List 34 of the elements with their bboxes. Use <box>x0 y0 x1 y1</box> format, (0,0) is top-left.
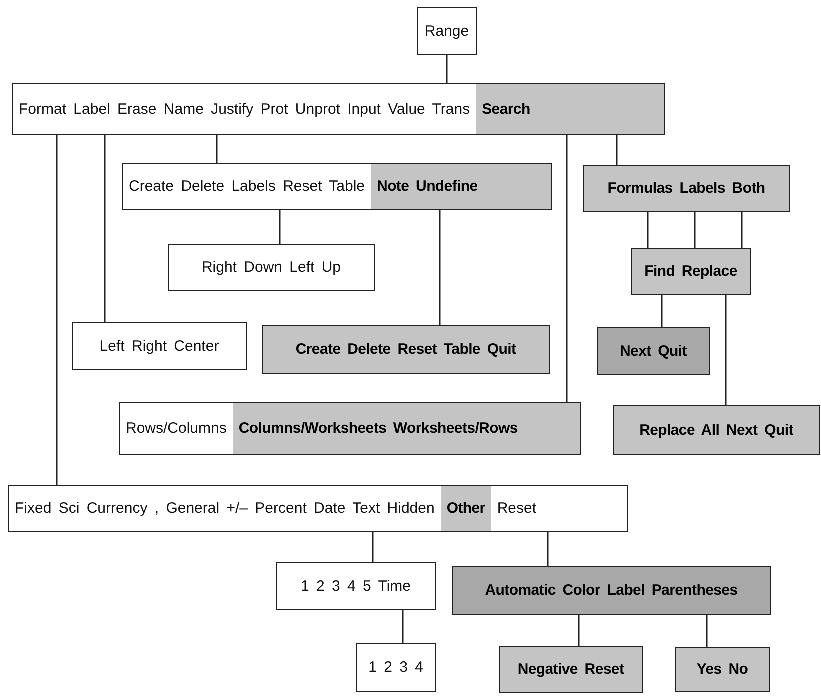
highlighted-menu-options: Replace All Next Quit <box>614 406 819 454</box>
connector-line <box>706 615 708 647</box>
menu-box <box>12 83 665 135</box>
connector-line <box>56 135 58 485</box>
connector-line <box>216 135 218 163</box>
connector-line <box>372 532 374 562</box>
connector-line <box>279 210 281 244</box>
highlighted-menu-options: Note Undefine <box>371 164 551 209</box>
connector-line <box>578 615 580 646</box>
menu-box <box>8 485 628 532</box>
connector-line <box>104 135 106 322</box>
menu-box <box>119 402 581 455</box>
connector-line <box>446 55 448 83</box>
connector-line <box>741 212 743 248</box>
highlighted-menu-options: Yes No <box>676 648 769 691</box>
connector-line <box>616 135 618 165</box>
connector-line <box>694 212 696 248</box>
highlighted-menu-options: Next Quit <box>598 328 709 374</box>
connector-line <box>547 532 549 566</box>
connector-line <box>402 610 404 643</box>
connector-line <box>439 210 441 325</box>
connector-line <box>647 212 649 248</box>
highlighted-menu-options: Negative Reset <box>500 647 642 692</box>
connector-line <box>725 295 727 405</box>
highlighted-menu-options: Columns/Worksheets Worksheets/Rows <box>232 403 580 454</box>
highlighted-menu-options: Search <box>476 84 664 134</box>
highlighted-menu-options: Other <box>440 486 492 531</box>
highlighted-menu-options: Formulas Labels Both <box>584 166 789 211</box>
connector-line <box>566 135 568 402</box>
connector-line <box>661 295 663 327</box>
highlighted-menu-options: Create Delete Reset Table Quit <box>263 326 549 373</box>
highlighted-menu-options: Find Replace <box>632 249 750 294</box>
highlighted-menu-options: Automatic Color Label Parentheses <box>453 567 770 614</box>
menu-box <box>122 163 552 210</box>
